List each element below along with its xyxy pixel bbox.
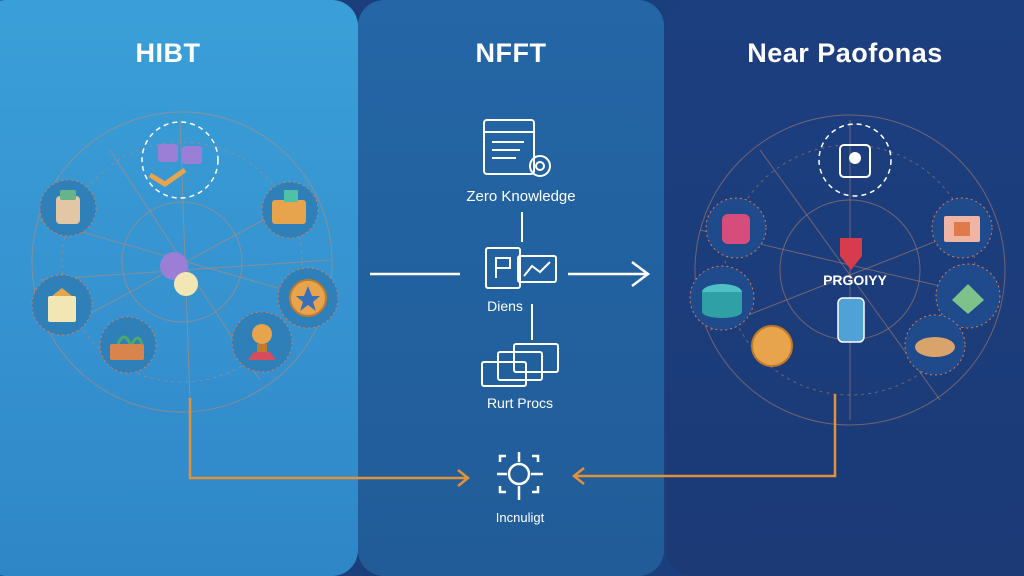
connector-left-bottom (188, 398, 471, 487)
connector-right-bottom (571, 394, 837, 485)
incnuligt-label: Incnuligt (495, 510, 545, 525)
phone-icon (837, 297, 865, 343)
prgoiyy-label: PRGOIYY (823, 272, 887, 288)
near-title: Near Paofonas (747, 38, 943, 68)
diens-label: Diens (487, 298, 523, 314)
bag-icon (31, 274, 93, 336)
coin-right-icon (751, 325, 793, 367)
shield-icon (840, 238, 862, 270)
hub-icon (497, 452, 543, 500)
document-gear-icon (483, 119, 551, 177)
jar-icon (705, 197, 767, 259)
lightbulb-icon (231, 311, 293, 373)
drum-icon (689, 265, 755, 331)
nfft-title: NFFT (475, 38, 547, 68)
coin-icon (277, 267, 339, 329)
crate-icon (931, 197, 993, 259)
gem-box-icon (935, 263, 1001, 329)
rurt-procs-label: Rurt Procs (486, 395, 554, 411)
game-card-icon (261, 181, 319, 239)
stacked-windows-icon (481, 343, 559, 387)
cart-icon (904, 314, 966, 376)
plant-box-icon (99, 316, 157, 374)
arrow-out (568, 261, 651, 287)
robot-icon (39, 179, 97, 237)
zero-knowledge-label: Zero Knowledge (466, 188, 576, 205)
robot-frame-icon (818, 123, 892, 197)
hibt-title: HIBT (135, 38, 201, 68)
pen-token-icon (160, 252, 198, 296)
window-chart-icon (485, 247, 557, 289)
left-icon-top (141, 121, 219, 199)
